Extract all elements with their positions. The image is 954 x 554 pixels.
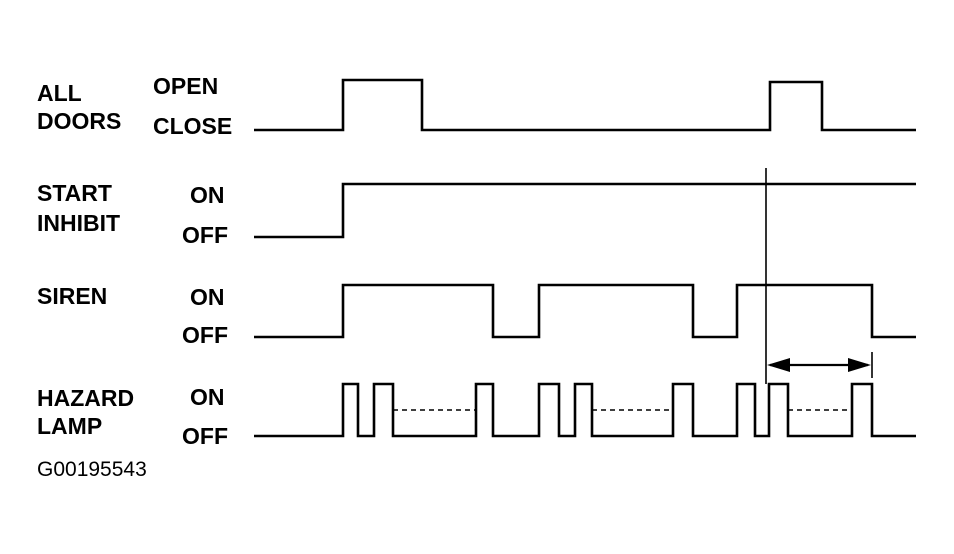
duration-arrowhead-right-icon — [848, 358, 871, 372]
label-start-inhibit-line1: START — [37, 180, 112, 206]
label-all-doors-line2: DOORS — [37, 108, 121, 134]
state-doors-open: OPEN — [153, 73, 218, 99]
waveform-start-inhibit — [254, 182, 916, 239]
waveform-hazard-lamp — [254, 382, 916, 438]
label-start-inhibit-line2: INHIBIT — [37, 210, 120, 236]
label-hazard-lamp-line2: LAMP — [37, 413, 102, 439]
waveform-all-doors — [254, 78, 916, 132]
state-hazard-on: ON — [190, 384, 225, 410]
figure-id: G00195543 — [37, 458, 147, 481]
state-siren-on: ON — [190, 284, 225, 310]
label-siren: SIREN — [37, 283, 107, 309]
state-start-on: ON — [190, 182, 225, 208]
state-hazard-off: OFF — [182, 423, 228, 449]
waveform-siren — [254, 283, 916, 339]
state-start-off: OFF — [182, 222, 228, 248]
state-doors-close: CLOSE — [153, 113, 232, 139]
state-siren-off: OFF — [182, 322, 228, 348]
duration-arrowhead-left-icon — [767, 358, 790, 372]
label-all-doors-line1: ALL — [37, 80, 82, 106]
label-hazard-lamp-line1: HAZARD — [37, 385, 134, 411]
